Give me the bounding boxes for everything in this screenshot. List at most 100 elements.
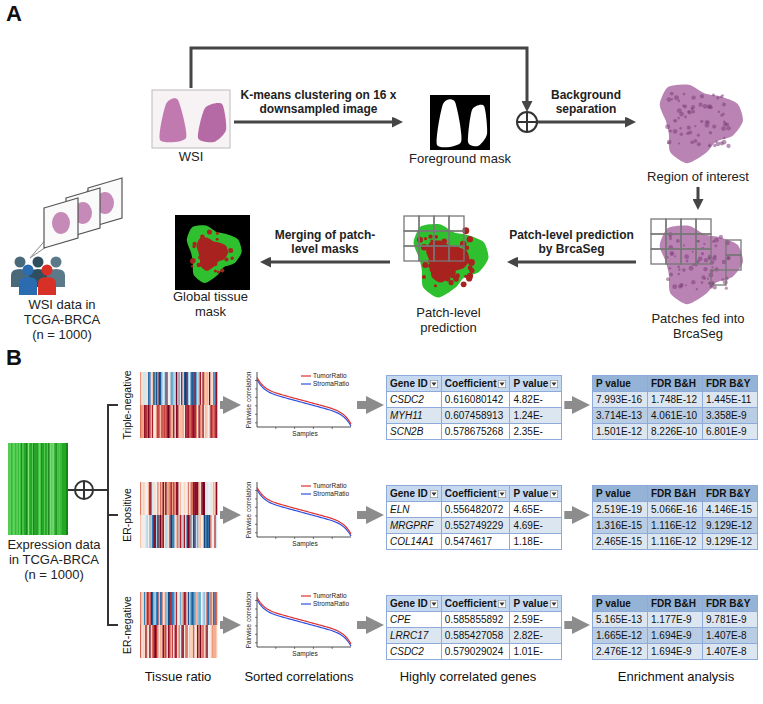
class-dot	[439, 247, 444, 252]
tissue-speckle	[721, 94, 723, 96]
header-cell: P value	[510, 486, 561, 501]
expression-stripe	[60, 443, 61, 535]
cell-value: 4.82E-	[513, 392, 542, 407]
tissue-speckle	[727, 256, 731, 260]
patch-square	[404, 231, 419, 246]
cell-value: 0.552749229	[445, 518, 503, 533]
axis-tick	[275, 647, 276, 649]
heatmap-stripe	[216, 625, 218, 658]
tissue-speckle	[691, 105, 695, 109]
cell-value: 8.226E-10	[651, 424, 697, 439]
column-header: Gene ID	[390, 596, 428, 611]
table-cell: 0.552749229	[442, 518, 510, 533]
filter-icon-box	[430, 600, 437, 607]
header-cell: Gene ID	[387, 486, 441, 501]
person-head	[51, 257, 62, 268]
table-cell: 0.578675268	[442, 424, 510, 439]
filter-icon-arrow	[431, 382, 436, 386]
table-cell: 0.607458913	[442, 408, 510, 423]
cell-value: 0.607458913	[445, 408, 503, 423]
caption: Patches fed into BrcaSeg	[638, 312, 758, 342]
header-cell: Gene ID	[387, 376, 441, 391]
correlation-chart: TumorRatioStromaRatioPairwise correlatio…	[243, 479, 355, 551]
table-cell: 4.146E-15	[703, 502, 757, 517]
axis-tick	[313, 427, 314, 429]
tissue-speckle	[697, 134, 700, 137]
heatmap-stripe	[216, 482, 218, 515]
tissue-speckle	[713, 285, 717, 289]
tissue-speckle	[691, 280, 695, 284]
merge-cross	[526, 112, 528, 132]
cell-value: 1.116E-12	[651, 518, 696, 533]
tumor-curve	[257, 598, 351, 645]
tissue-speckle	[714, 245, 717, 248]
tissue-speckle	[688, 110, 692, 114]
merge-symbols	[75, 112, 537, 499]
tissue-speckle	[719, 235, 723, 239]
legend-sample	[301, 595, 311, 596]
table-cell: 2.465E-15	[593, 534, 647, 549]
cell-value: 4.146E-15	[706, 502, 752, 517]
cell-value: 2.465E-15	[596, 534, 642, 549]
column-header: Gene ID	[390, 486, 428, 501]
connector-arrow	[564, 511, 577, 519]
table-cell: 4.65E-	[510, 502, 561, 517]
tissue-speckle	[721, 126, 726, 131]
tissue-speckle	[683, 244, 685, 246]
merge-cross	[83, 481, 85, 499]
header-cell: FDR B&Y	[703, 596, 757, 611]
class-dot	[216, 232, 219, 235]
tissue-speckle	[670, 252, 673, 255]
tissue-speckle	[697, 240, 699, 242]
gene-id: COL14A1	[390, 534, 434, 549]
expression-stripe	[13, 443, 14, 535]
expression-stripe	[16, 443, 17, 535]
class-dot	[461, 281, 467, 287]
patch-square	[419, 231, 434, 246]
tissue-speckle	[682, 268, 686, 272]
gene-id: CSDC2	[390, 392, 424, 407]
axis-tick	[255, 414, 257, 415]
class-dot	[216, 238, 219, 241]
class-dot	[469, 268, 474, 273]
caption: WSI	[150, 150, 232, 165]
expression-stripe	[48, 443, 49, 535]
connector-arrow	[515, 261, 636, 264]
table-cell: 2.82E-	[510, 628, 561, 643]
patch-square	[651, 219, 666, 234]
tissue-speckle	[703, 243, 705, 245]
table-cell: 1.177E-9	[648, 612, 702, 627]
tissue-speckle	[703, 267, 707, 271]
tissue-speckle	[722, 103, 726, 107]
cell-value: 2.519E-19	[596, 502, 642, 517]
cell-value: 0.556482072	[445, 502, 503, 517]
row-label: Triple-negative	[122, 370, 134, 439]
patch-square	[681, 219, 696, 234]
class-dot	[230, 257, 233, 260]
axis-tick	[275, 537, 276, 539]
class-dot	[417, 237, 423, 243]
table-cell: 1.665E-12	[593, 628, 647, 643]
table-cell: 1.748E-12	[648, 392, 702, 407]
tissue-speckle	[701, 281, 704, 284]
patch-square	[651, 234, 666, 249]
patch-square	[434, 216, 449, 231]
tumor-curve	[257, 488, 351, 535]
gene-id: CSDC2	[390, 644, 424, 659]
column-header: FDR B&Y	[706, 376, 750, 391]
header-cell: FDR B&H	[648, 596, 702, 611]
class-dot	[466, 275, 472, 281]
tissue-speckle	[671, 98, 673, 100]
panel-letter: B	[6, 346, 22, 370]
axis-tick	[275, 427, 276, 429]
header-cell: FDR B&Y	[703, 376, 757, 391]
expression-stripe	[50, 443, 51, 535]
cell-value: 4.65E-	[513, 502, 542, 517]
patch-square	[696, 249, 711, 264]
axis-tick	[294, 537, 295, 539]
tissue-speckle	[676, 239, 680, 243]
patch-square	[696, 234, 711, 249]
table-cell: 4.69E-	[510, 518, 561, 533]
cell-value: 1.01E-	[513, 644, 542, 659]
person-body	[19, 277, 37, 295]
